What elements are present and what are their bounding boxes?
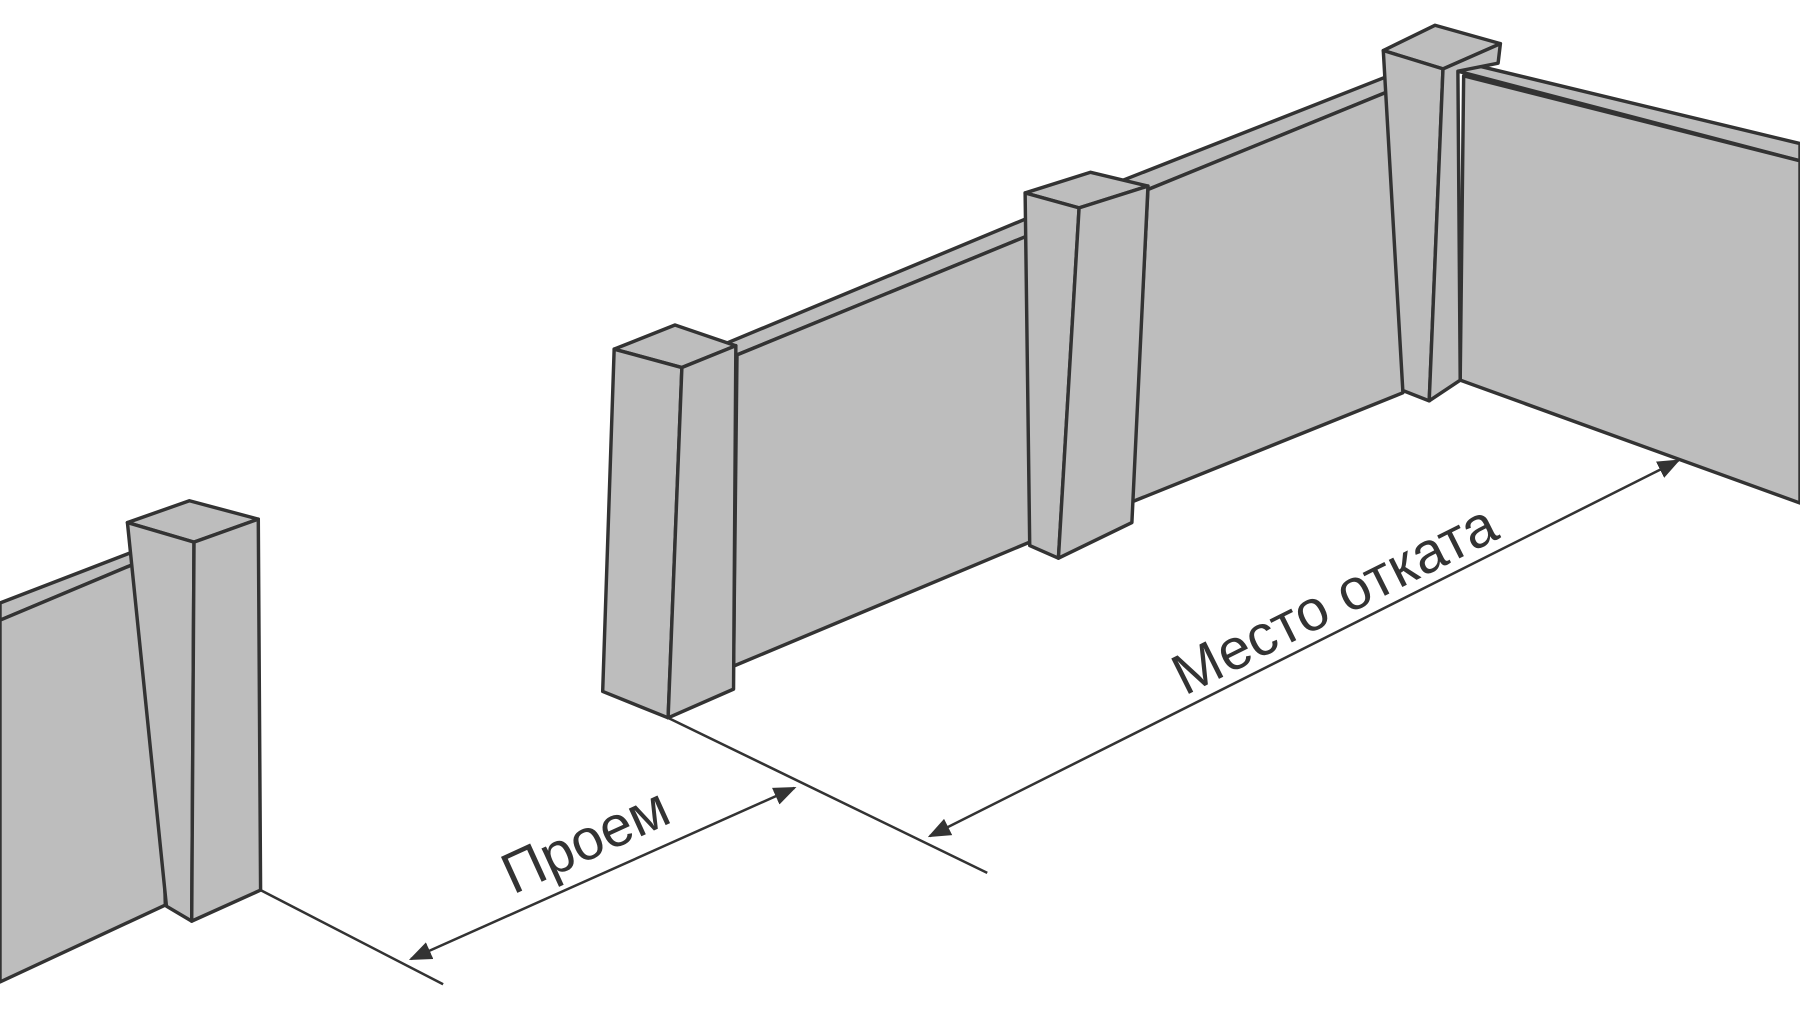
right-wall xyxy=(1456,62,1800,505)
opening-label: Проем xyxy=(492,775,679,906)
gate-post xyxy=(600,323,738,720)
left-post-side xyxy=(189,517,263,923)
middle-wall-2 xyxy=(1120,69,1418,504)
rollback-area-label: Место отката xyxy=(1162,492,1507,708)
corner-post xyxy=(1381,23,1503,403)
corner-post-side xyxy=(1427,41,1503,403)
right-wall-panel xyxy=(1458,74,1800,505)
middle-wall-2-panel xyxy=(1130,78,1418,504)
middle-post xyxy=(1023,170,1150,560)
middle-wall-1-panel xyxy=(731,225,1050,668)
gate-ground-line xyxy=(667,716,988,875)
left-post xyxy=(125,499,263,923)
left-ground-line xyxy=(260,888,444,986)
gate-post-side xyxy=(666,343,738,720)
middle-wall-1 xyxy=(721,216,1050,668)
rollback-dimension-arrow xyxy=(927,459,1681,838)
opening-dimension-arrow xyxy=(408,786,797,961)
